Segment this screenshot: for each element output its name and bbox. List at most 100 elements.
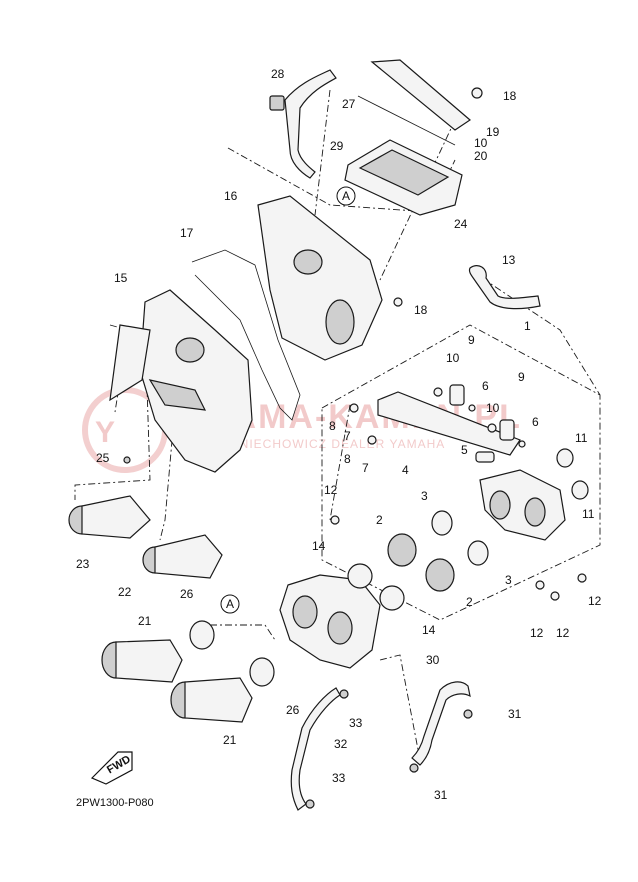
throttle-body	[279, 574, 381, 669]
throttle-bore-1	[292, 595, 318, 629]
filter-strip-20	[357, 95, 456, 146]
callout-9: 9	[468, 333, 475, 347]
clip-33-upper	[339, 689, 349, 699]
case-port-upper	[293, 249, 323, 275]
callout-21: 21	[138, 614, 152, 628]
throttle-set-bore-1	[489, 490, 511, 520]
callout-33: 33	[332, 771, 346, 785]
callout-8: 8	[329, 419, 336, 433]
intake-joint-21-upper	[101, 639, 183, 683]
ref-marker-circle	[220, 594, 240, 614]
callout-26: 26	[180, 587, 194, 601]
fuel-rail-assembly	[349, 384, 526, 463]
assembly-line-screw	[329, 404, 351, 521]
callout-20: 20	[474, 149, 488, 163]
callout-16: 16	[224, 189, 238, 203]
bolt-18-side	[393, 297, 403, 307]
callout-5: 5	[461, 443, 468, 457]
hose-13	[468, 265, 541, 310]
callout-12: 12	[556, 626, 570, 640]
fwd-arrow: FWD	[90, 751, 133, 785]
intake-joint-21-lower	[170, 677, 253, 723]
case-15-rib	[148, 379, 207, 411]
screw-12-b	[535, 580, 545, 590]
cap-5	[475, 451, 495, 463]
callout-29: 29	[330, 139, 344, 153]
callout-11: 11	[582, 507, 595, 521]
callout-9: 9	[518, 370, 525, 384]
callout-4: 4	[402, 463, 409, 477]
clamp-3-lower	[467, 540, 489, 566]
screw-12-c	[550, 591, 560, 601]
fuel-rail-4	[377, 391, 521, 456]
watermark-logo-letter: Y	[95, 416, 115, 449]
callout-18: 18	[414, 303, 428, 317]
ref-marker-label: A	[342, 189, 350, 203]
screw-12-left	[330, 515, 340, 525]
callout-22: 22	[118, 585, 132, 599]
joint-2-lower	[425, 558, 455, 592]
callout-21: 21	[223, 733, 237, 747]
callout-2: 2	[466, 595, 473, 609]
callout-32: 32	[334, 737, 348, 751]
throttle-set-bore-2	[524, 497, 546, 527]
screw-12-d	[577, 573, 587, 583]
clamp-3-upper	[431, 510, 453, 536]
clip-31-upper	[463, 709, 473, 719]
assembly-line-left-b	[74, 324, 151, 500]
case-15-flap	[109, 324, 151, 402]
injector-upper	[449, 384, 465, 406]
callout-3: 3	[505, 573, 512, 587]
callout-17: 17	[180, 226, 194, 240]
callout-12: 12	[324, 483, 338, 497]
callout-2: 2	[376, 513, 383, 527]
callout-11: 11	[575, 431, 588, 445]
o-ring-10-upper	[433, 387, 443, 397]
screw-8-lower	[367, 435, 377, 445]
callout-14: 14	[422, 623, 436, 637]
callout-23: 23	[76, 557, 90, 571]
assembly-line-right-hose	[379, 654, 421, 761]
ref-marker-circle	[336, 186, 356, 206]
clip-33-lower	[305, 799, 315, 809]
clip-31-lower	[409, 763, 419, 773]
funnel-22-body	[154, 534, 223, 579]
callout-31: 31	[434, 788, 448, 802]
case-port-lower	[325, 299, 355, 345]
o-ring-10-lower	[487, 423, 497, 433]
callout-27: 27	[342, 97, 356, 111]
case-15-body	[139, 289, 253, 473]
callout-12: 12	[588, 594, 602, 608]
air-cleaner-case-15	[109, 289, 253, 473]
callout-24: 24	[454, 217, 468, 231]
joint-21b-body	[184, 677, 253, 723]
callout-1: 1	[524, 319, 531, 333]
callout-18: 18	[503, 89, 517, 103]
throttle-body-set	[330, 448, 589, 601]
assembly-line-hose-13	[469, 269, 601, 396]
air-filter-group	[344, 59, 483, 216]
callout-33: 33	[349, 716, 363, 730]
callout-12: 12	[530, 626, 544, 640]
o-ring-11-upper	[556, 448, 574, 468]
breather-hose-27	[269, 69, 337, 179]
funnel-22	[142, 534, 223, 579]
callout-7: 7	[344, 429, 351, 443]
gasket-17	[191, 249, 301, 421]
callout-10: 10	[446, 351, 460, 365]
bolt-18-top	[471, 87, 483, 99]
screw-8-upper	[349, 403, 359, 413]
callout-6: 6	[532, 415, 539, 429]
grommet-6-upper	[468, 404, 476, 412]
case-15-port	[175, 337, 205, 363]
clamp-26-lower	[249, 657, 275, 687]
hose-32	[290, 687, 341, 811]
callout-8: 8	[344, 452, 351, 466]
throttle-set-housing	[479, 469, 566, 541]
callout-7: 7	[362, 461, 369, 475]
callout-25: 25	[96, 451, 110, 465]
air-filter-mesh	[358, 149, 450, 196]
callout-3: 3	[421, 489, 428, 503]
